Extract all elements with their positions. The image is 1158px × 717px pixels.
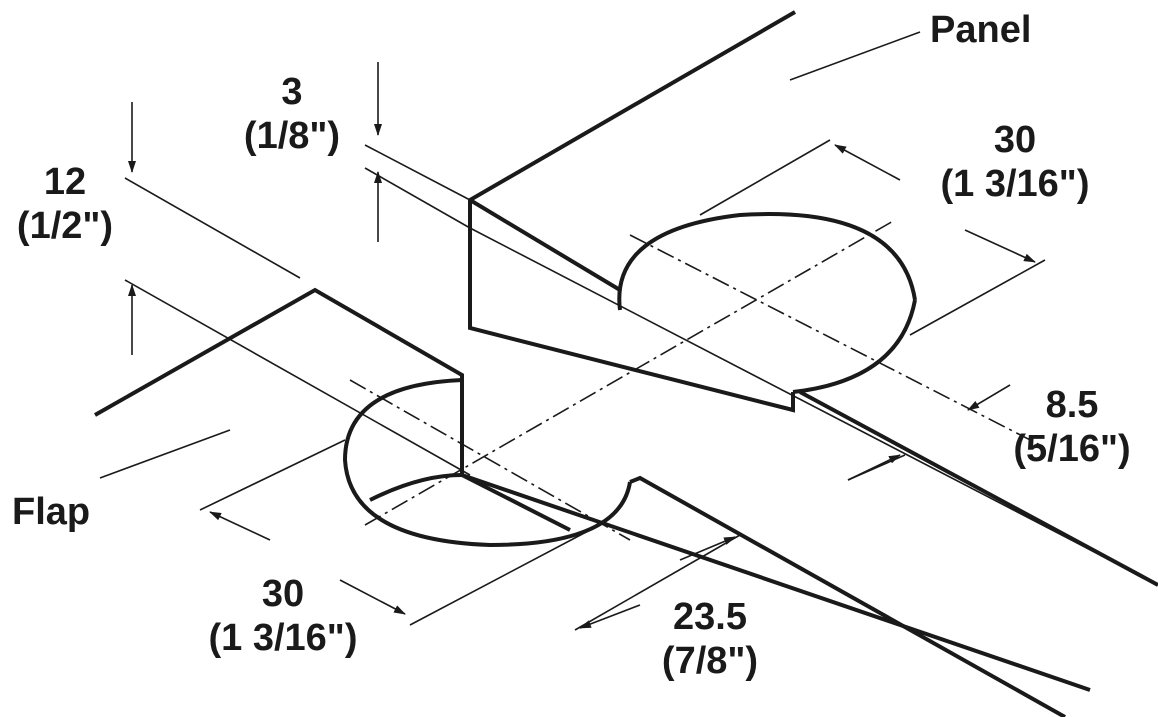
- leader-lines: [99, 31, 1158, 631]
- panel-bore-diameter-inch: (1 3/16"): [940, 163, 1090, 205]
- panel-outline: [468, 10, 1158, 587]
- flap-bore-diameter-mm: 30: [261, 573, 305, 615]
- flap-edge-distance-mm: 23.5: [673, 596, 747, 638]
- flap-thickness-inch: (1/2"): [16, 205, 114, 247]
- panel-depth-inch: (1/8"): [243, 115, 341, 157]
- panel-edge-distance-mm: 8.5: [1045, 384, 1099, 426]
- dimension-arrows: [128, 62, 1036, 629]
- panel-edge-distance-inch: (5/16"): [1013, 428, 1131, 470]
- center-line-panel: [629, 234, 1041, 446]
- flap-bore-diameter-dimension: 30 (1 3/16"): [178, 572, 388, 660]
- flap-outline: [94, 287, 1091, 717]
- panel-bore-diameter-mm: 30: [993, 119, 1037, 161]
- flap-label: Flap: [12, 491, 91, 533]
- flap-edge-distance-dimension: 23.5 (7/8"): [640, 595, 780, 683]
- flap-edge-distance-inch: (7/8"): [661, 640, 759, 682]
- flap-thickness-mm: 12: [43, 161, 87, 203]
- center-line: [364, 219, 896, 526]
- flap-bore-diameter-inch: (1 3/16"): [208, 617, 358, 659]
- panel-depth-mm: 3: [281, 71, 303, 113]
- panel-edge-distance-dimension: 8.5 (5/16"): [992, 383, 1152, 471]
- center-line-flap: [349, 379, 631, 541]
- panel-bore-diameter-dimension: 30 (1 3/16"): [910, 118, 1120, 206]
- panel-label: Panel: [930, 9, 1032, 51]
- panel-depth-dimension: 3 (1/8"): [222, 70, 362, 158]
- flap-thickness-dimension: 12 (1/2"): [0, 160, 130, 248]
